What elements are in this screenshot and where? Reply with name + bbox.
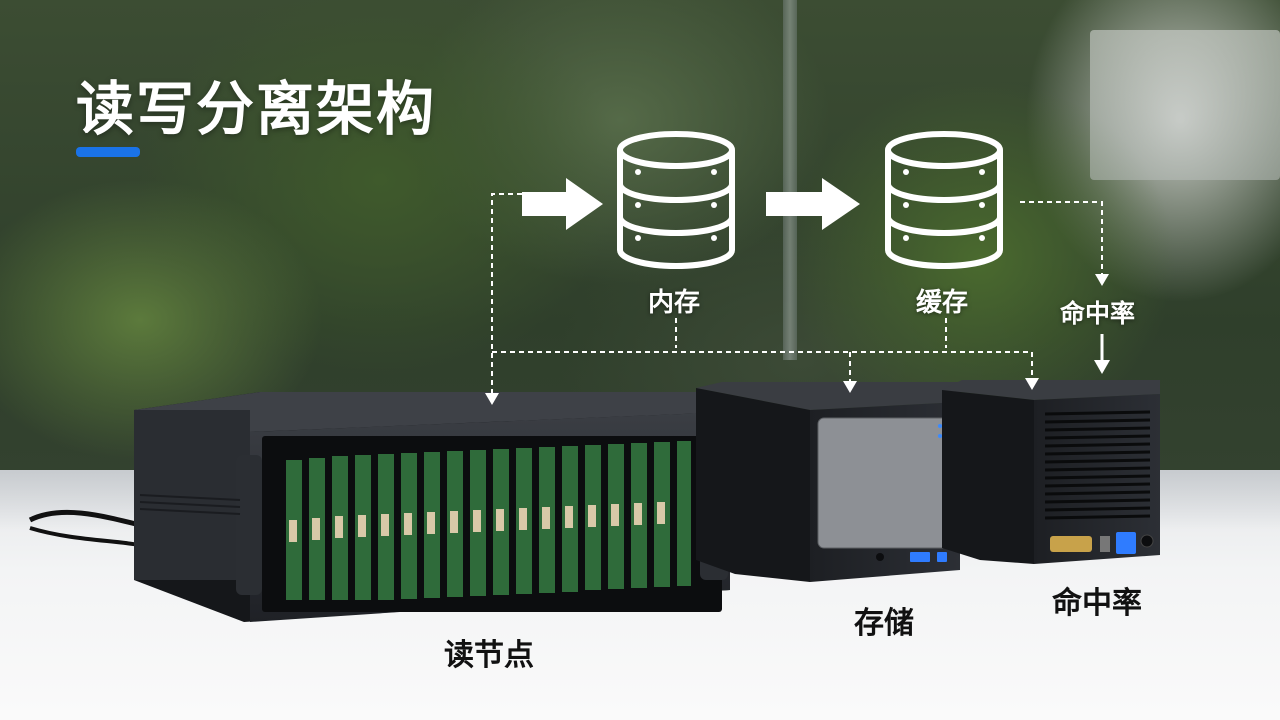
arrow-right-icon	[522, 178, 603, 230]
cable	[28, 509, 141, 528]
read-node-chassis	[134, 392, 730, 622]
background-pole	[783, 0, 797, 360]
hitrate-device-label: 命中率	[1052, 586, 1142, 621]
cache-label: 缓存	[916, 288, 969, 318]
database-icon	[617, 131, 735, 269]
blue-port	[1116, 532, 1136, 554]
hitrate-box	[942, 380, 1160, 564]
storage-label: 存储	[854, 606, 914, 641]
arrow-down-icon	[1094, 334, 1110, 374]
arrow-right-icon	[766, 178, 860, 230]
dashed-connectors	[491, 193, 1103, 395]
circuit-cards	[286, 441, 691, 600]
serial-port	[1050, 536, 1092, 552]
memory-label: 内存	[648, 288, 701, 318]
usb-port	[910, 552, 930, 562]
title-accent-bar	[76, 147, 140, 157]
read-node-label: 读节点	[444, 638, 534, 673]
background-building	[1090, 30, 1280, 180]
hitrate-diagram-label: 命中率	[1060, 299, 1136, 328]
database-icon	[885, 131, 1003, 269]
page-title: 读写分离架构	[76, 75, 437, 143]
arrowhead-down-icon	[485, 274, 1109, 405]
vent-slots	[139, 494, 241, 515]
grille	[1044, 410, 1151, 520]
storage-box	[696, 382, 960, 582]
